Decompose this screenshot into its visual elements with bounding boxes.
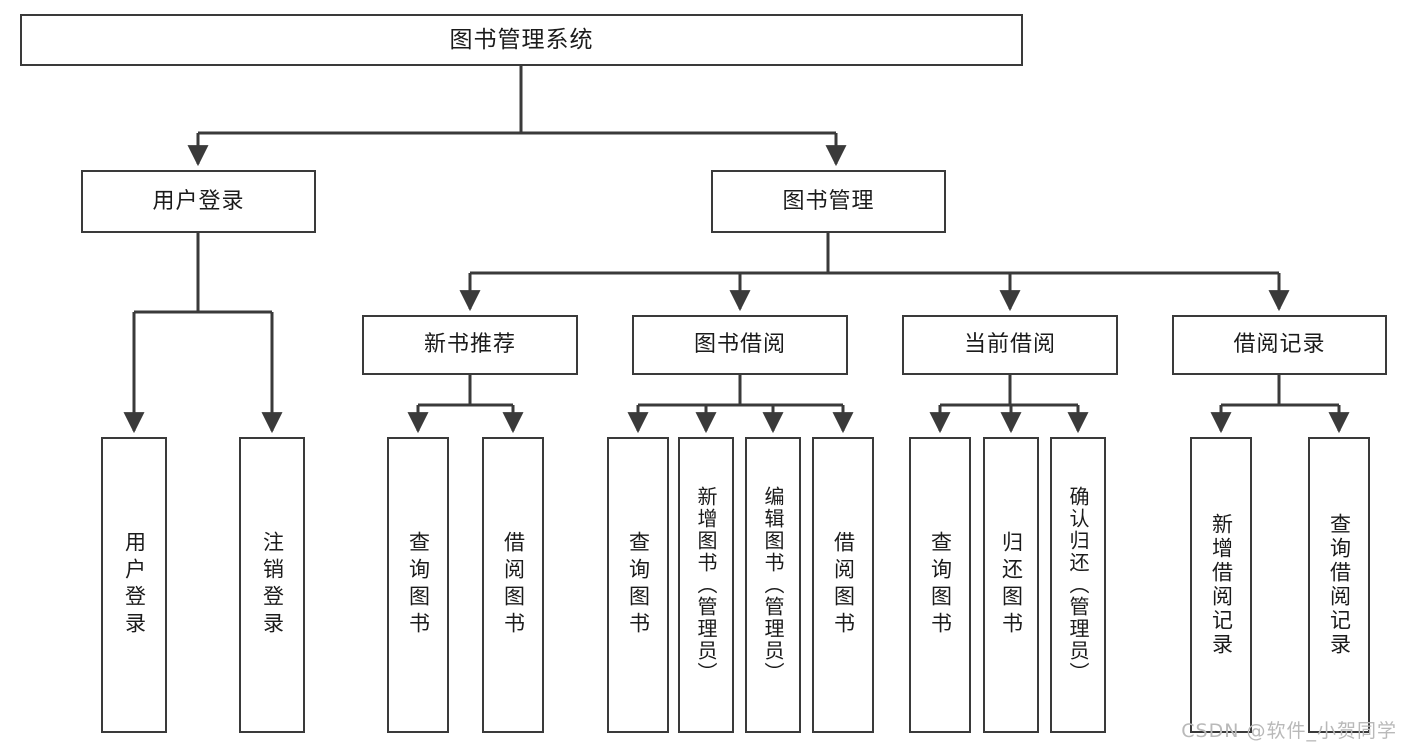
- leaf-add-book-admin-label: 新增图书（管理员）: [694, 486, 718, 684]
- leaf-add-borrow-record-label: 新增借阅记录: [1209, 513, 1234, 657]
- node-current-borrow[interactable]: 当前借阅: [902, 315, 1118, 375]
- leaf-logout-login-label: 注销登录: [260, 531, 285, 639]
- leaf-query-borrow-record-label: 查询借阅记录: [1327, 513, 1352, 657]
- node-current-borrow-label: 当前借阅: [963, 332, 1056, 358]
- leaf-user-login[interactable]: 用户登录: [101, 437, 167, 733]
- node-borrow-record[interactable]: 借阅记录: [1172, 315, 1387, 375]
- leaf-add-borrow-record[interactable]: 新增借阅记录: [1190, 437, 1252, 733]
- leaf-confirm-return-admin-label: 确认归还（管理员）: [1066, 486, 1090, 684]
- node-book-borrow[interactable]: 图书借阅: [632, 315, 848, 375]
- leaf-borrow-book-borrow-label: 借阅图书: [831, 531, 856, 639]
- node-new-book-recommend[interactable]: 新书推荐: [362, 315, 578, 375]
- leaf-add-book-admin[interactable]: 新增图书（管理员）: [678, 437, 734, 733]
- leaf-return-book-label: 归还图书: [999, 531, 1024, 639]
- leaf-query-book-recommend-label: 查询图书: [406, 531, 431, 639]
- node-book-management[interactable]: 图书管理: [711, 170, 946, 233]
- leaf-query-book-current[interactable]: 查询图书: [909, 437, 971, 733]
- node-user-login[interactable]: 用户登录: [81, 170, 316, 233]
- leaf-logout-login[interactable]: 注销登录: [239, 437, 305, 733]
- leaf-query-book-borrow[interactable]: 查询图书: [607, 437, 669, 733]
- leaf-return-book[interactable]: 归还图书: [983, 437, 1039, 733]
- leaf-edit-book-admin[interactable]: 编辑图书（管理员）: [745, 437, 801, 733]
- leaf-edit-book-admin-label: 编辑图书（管理员）: [761, 486, 785, 684]
- leaf-query-borrow-record[interactable]: 查询借阅记录: [1308, 437, 1370, 733]
- leaf-borrow-book-recommend-label: 借阅图书: [501, 531, 526, 639]
- leaf-user-login-label: 用户登录: [122, 531, 147, 639]
- leaf-confirm-return-admin[interactable]: 确认归还（管理员）: [1050, 437, 1106, 733]
- node-book-management-label: 图书管理: [782, 188, 875, 214]
- node-book-borrow-label: 图书借阅: [693, 332, 786, 358]
- node-user-login-label: 用户登录: [152, 188, 245, 214]
- node-new-book-recommend-label: 新书推荐: [423, 332, 516, 358]
- leaf-borrow-book-recommend[interactable]: 借阅图书: [482, 437, 544, 733]
- leaf-query-book-recommend[interactable]: 查询图书: [387, 437, 449, 733]
- node-borrow-record-label: 借阅记录: [1233, 332, 1326, 358]
- leaf-query-book-borrow-label: 查询图书: [626, 531, 651, 639]
- node-root[interactable]: 图书管理系统: [20, 14, 1023, 66]
- leaf-borrow-book-borrow[interactable]: 借阅图书: [812, 437, 874, 733]
- node-root-label: 图书管理系统: [449, 26, 594, 53]
- leaf-query-book-current-label: 查询图书: [928, 531, 953, 639]
